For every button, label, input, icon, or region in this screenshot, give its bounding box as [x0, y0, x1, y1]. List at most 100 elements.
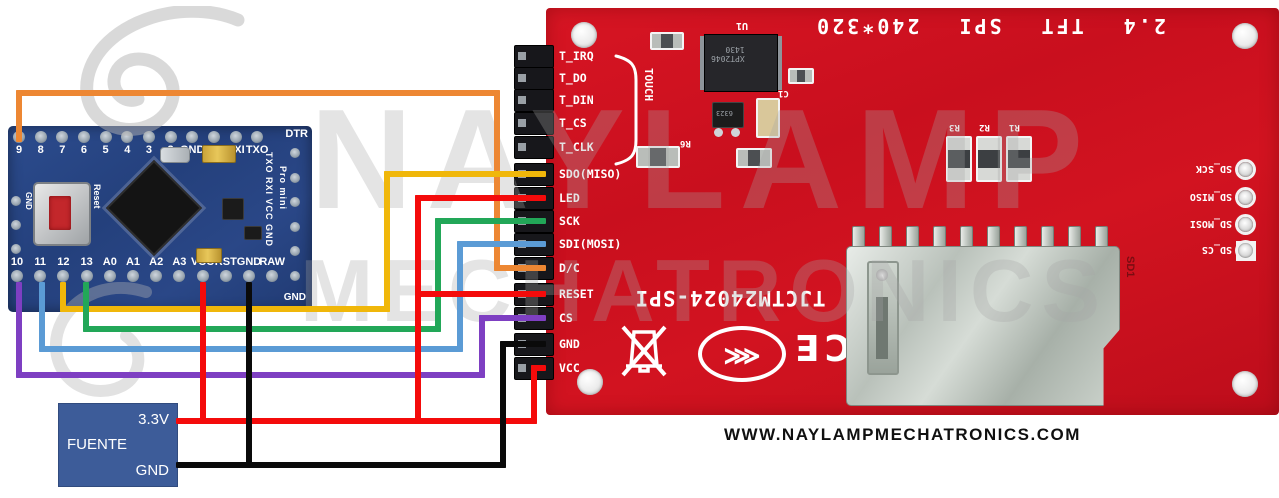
sd-breakout-hole-SD_MISO [1238, 190, 1253, 205]
pin-hole-bottom-13 [80, 270, 93, 282]
resistor-R2 [976, 136, 1002, 182]
pin-label-T_DIN: T_DIN [559, 93, 594, 107]
website-text: WWW.NAYLAMPMECHATRONICS.COM [724, 425, 1081, 444]
pin-label-top-9: 9 [15, 144, 23, 156]
power-supply-box: 3.3V FUENTE GND [58, 403, 178, 487]
quality-mark-icon: ⋘ [698, 326, 786, 382]
wire-purple-cs [16, 282, 22, 378]
wire-red-power [415, 195, 546, 201]
sd1-label: SD1 [1124, 256, 1136, 278]
pin-hole-top-RXI [229, 131, 242, 143]
sd-breakout-label-SD_MISO: SD_MISO [1189, 191, 1232, 202]
pin-label-top-6: 6 [80, 144, 87, 156]
wire-orange-dc [16, 90, 22, 142]
pin-hole-bottom-RAW [266, 270, 279, 282]
pin-label-bottom-RAW: RAW [259, 256, 286, 268]
wire-orange-dc [494, 265, 546, 271]
pin-label-bottom-A2: A2 [149, 256, 164, 268]
sd-breakout-label-SD_SCK: SD_SCK [1195, 163, 1232, 174]
resistor-label-R3: R3 [949, 122, 960, 132]
pin-label-GND: GND [559, 337, 580, 351]
pin-hole-bottom-A3 [173, 270, 186, 282]
pin-label-D/C: D/C [559, 261, 580, 275]
mounting-hole [1232, 371, 1258, 397]
ftdi-side-label: TXO RXI VCC GND [264, 152, 274, 248]
brand-label: Pro mini [278, 166, 288, 211]
wire-yellow-miso [60, 282, 66, 312]
wire-black-ground [246, 282, 252, 468]
wire-black-ground [500, 341, 546, 347]
pin-hole-top-TXO [251, 131, 264, 143]
c1-capacitor [756, 98, 780, 138]
header-pin-T_CLK [514, 136, 554, 159]
sd-breakout-hole-SD_SCK [1238, 162, 1253, 177]
weee-bin-icon [621, 325, 667, 377]
pin-contact [518, 74, 526, 82]
sd-breakout-hole-SD_MOSI [1238, 217, 1253, 232]
pin-label-T_CS: T_CS [559, 116, 587, 130]
pin-hole-top-8 [34, 131, 47, 143]
ftdi-hole [290, 246, 300, 256]
pin-label-bottom-10: 10 [10, 256, 24, 268]
header-pin-T_DO [514, 67, 554, 90]
pin-hole-bottom-A2 [150, 270, 163, 282]
reset-button-cap [49, 196, 71, 230]
sd-breakout-hole-SD_CS [1238, 243, 1253, 258]
pin-hole-bottom-12 [57, 270, 70, 282]
wire-red-power [176, 418, 537, 424]
mounting-hole [577, 369, 603, 395]
pin-hole-top-3 [142, 131, 155, 143]
touch-bracket [614, 54, 638, 166]
chip-marking2: 1430 [725, 45, 745, 54]
side-hole [11, 196, 21, 206]
ftdi-hole [290, 270, 300, 281]
transistor-pad [731, 128, 740, 137]
ftdi-hole [290, 148, 300, 158]
left-gnd-label: GND [24, 192, 33, 210]
wire-blue-mosi [457, 241, 546, 247]
pin-hole-bottom-VCC [196, 270, 209, 282]
crystal-oscillator [160, 147, 190, 163]
wire-green-sck [83, 326, 441, 332]
pin-label-VCC: VCC [559, 361, 580, 375]
psu-name-label: FUENTE [67, 436, 127, 453]
touch-controller-chip: XPT2046 1430 [704, 34, 778, 92]
transistor: 6323 [712, 102, 744, 128]
pin-label-RESET: RESET [559, 287, 594, 301]
chip-marking: XPT2046 [711, 54, 745, 63]
pin-hole-top-RST [207, 131, 220, 143]
pin-hole-bottom-GND [243, 270, 255, 282]
pin-label-top-7: 7 [59, 144, 66, 156]
reset-button[interactable] [33, 182, 91, 246]
wire-orange-dc [494, 90, 500, 271]
pin-label-T_IRQ: T_IRQ [559, 49, 594, 63]
pin-contact [518, 52, 526, 60]
pin-label-bottom-A1: A1 [125, 256, 141, 268]
wire-green-sck [83, 282, 89, 332]
pin-hole-top-6 [77, 131, 90, 143]
ce-mark: CE [790, 326, 852, 367]
pin-label-bottom-GND: GND [236, 256, 262, 268]
smd-component [736, 148, 772, 168]
sd-slot-latch [867, 261, 899, 375]
mounting-hole [571, 22, 597, 48]
wire-red-power [415, 195, 421, 424]
side-hole [11, 220, 21, 230]
mounting-hole [1232, 23, 1258, 49]
side-hole [11, 244, 21, 254]
board-title: 2.4 TFT SPI 240*320 [814, 14, 1166, 38]
transistor-pad [714, 128, 723, 137]
resistor-label-R1: R1 [1009, 122, 1020, 132]
smd-component [650, 32, 684, 50]
pin-hole-bottom-11 [34, 270, 47, 282]
pin-label-bottom-12: 12 [57, 256, 70, 268]
wire-blue-mosi [39, 282, 45, 352]
pin-label-bottom-A3: A3 [172, 256, 187, 268]
wire-orange-dc [16, 90, 500, 96]
wire-red-power [531, 365, 537, 424]
psu-ground-label: GND [135, 462, 169, 479]
wire-purple-cs [479, 315, 546, 321]
u1-label: U1 [736, 20, 749, 31]
pin-label-SDI(MOSI): SDI(MOSI) [559, 237, 622, 251]
